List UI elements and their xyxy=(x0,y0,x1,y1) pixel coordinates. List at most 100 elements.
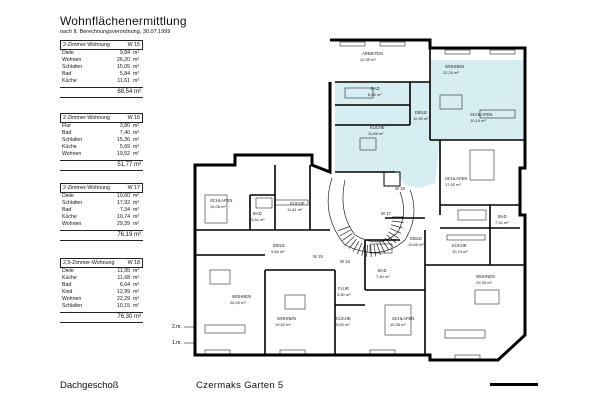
room-area: 7,34 m² xyxy=(495,220,509,225)
area-row-unit: m² xyxy=(133,200,140,206)
stair-step xyxy=(384,237,393,247)
apartment-type: 2,5-Zimmer-Wohnung xyxy=(63,260,115,266)
room-name: BAD xyxy=(253,211,262,216)
room-area: 3,80 m² xyxy=(337,292,351,297)
area-row-unit: m² xyxy=(133,193,140,199)
counter xyxy=(274,199,309,206)
page-subtitle: nach II. Berechnungsverordnung, 30.07.19… xyxy=(60,29,171,35)
room-name: SCHLAFEN xyxy=(470,112,492,117)
area-row-label: Schlafen xyxy=(62,303,83,309)
area-row-label: Wohnen xyxy=(62,221,82,227)
stair-step xyxy=(382,240,390,251)
area-row-value: 5,69 xyxy=(119,144,130,150)
apartment-type: 2-Zimmer-Wohnung xyxy=(63,185,110,191)
window xyxy=(204,349,231,355)
room-labels: ARBEITEN 12,99 m² WOHNEN 22,29 m² BAD 6,… xyxy=(210,51,509,327)
bathtub xyxy=(457,209,487,221)
room-name: BAD xyxy=(371,86,380,91)
area-row-value: 10,15 xyxy=(117,303,130,309)
area-row-value: 7,34 xyxy=(119,207,130,213)
area-row-value: 15,36 xyxy=(117,137,130,143)
window xyxy=(454,354,481,360)
area-row-value: 11,95 xyxy=(117,268,130,274)
area-row-label: Diele xyxy=(62,268,74,274)
window xyxy=(279,349,306,355)
area-total: 76,19 m² xyxy=(60,230,143,241)
bathtub xyxy=(255,197,273,209)
area-row-label: Kind xyxy=(62,289,73,295)
area-total: 51,77 m² xyxy=(60,160,143,171)
room-area: 26,20 m² xyxy=(230,300,246,305)
stair-step xyxy=(337,226,350,231)
room-area: 29,39 m² xyxy=(476,280,492,285)
area-row-value: 10,74 xyxy=(117,214,130,220)
area-row-label: Schlafen xyxy=(62,137,83,143)
area-row-unit: m² xyxy=(133,221,140,227)
room-name: KÜCHE xyxy=(370,125,385,130)
table xyxy=(284,294,306,310)
room-name: WOHNEN xyxy=(476,274,495,279)
area-row-value: 7,40 xyxy=(119,130,130,136)
stair-step xyxy=(366,244,368,257)
room-area: 12,99 m² xyxy=(360,57,376,62)
room-name: DIELE xyxy=(410,236,422,241)
area-row-value: 9,84 xyxy=(119,50,130,56)
room-area: 15,05 m² xyxy=(210,204,226,209)
area-row-value: 11,68 xyxy=(117,275,130,281)
room-name: DIELE xyxy=(415,110,427,115)
room-area: 9,84 m² xyxy=(271,249,285,254)
stair-step xyxy=(389,228,402,234)
scale-bar xyxy=(490,383,538,386)
room-name: FLUR xyxy=(338,286,349,291)
area-row-label: Küche xyxy=(62,78,77,84)
stair-step xyxy=(376,243,381,256)
area-row-unit: m² xyxy=(133,151,140,157)
room-name: WOHNEN xyxy=(277,316,296,321)
outer-wall xyxy=(193,38,527,362)
room-name: WOHNEN xyxy=(232,294,251,299)
area-row-value: 29,39 xyxy=(117,221,130,227)
stair-step xyxy=(339,229,351,237)
staircase xyxy=(327,177,415,257)
area-row-label: Diele xyxy=(62,193,74,199)
room-area: 5,69 m² xyxy=(336,322,350,327)
room-area: 11,95 m² xyxy=(413,116,429,121)
page-title: Wohnflächenermittlung xyxy=(60,14,187,28)
area-row-label: Wohnen xyxy=(62,151,82,157)
area-row-label: Bad xyxy=(62,282,72,288)
room-area: 15,36 m² xyxy=(390,322,406,327)
sofa xyxy=(479,109,516,119)
room-name: BAD xyxy=(378,268,387,273)
level-mark-upper: 2.m. xyxy=(172,324,182,330)
apartment-tag-w16: W 16 xyxy=(340,259,350,264)
sofa xyxy=(204,324,246,334)
table xyxy=(474,289,500,305)
counter xyxy=(446,234,486,241)
area-row-label: Wohnen xyxy=(62,57,82,63)
area-row-value: 15,05 xyxy=(117,64,130,70)
area-row-value: 6,64 xyxy=(119,282,130,288)
apartment-tag-w17: W 17 xyxy=(381,211,391,216)
area-row-value: 3,80 xyxy=(119,123,130,129)
area-row-label: Flur xyxy=(62,123,71,129)
room-name: ARBEITEN xyxy=(362,51,383,56)
stair-step xyxy=(361,244,365,256)
area-row-value: 19,52 xyxy=(117,151,130,157)
area-row-value: 10,60 xyxy=(117,193,130,199)
area-row-value: 12,99 xyxy=(117,289,130,295)
window xyxy=(489,49,516,55)
area-row-label: Bad xyxy=(62,71,72,77)
room-name: SCHLAFEN xyxy=(392,316,414,321)
apartment-code: W 15 xyxy=(127,42,140,48)
area-total: 76,30 m² xyxy=(60,312,143,323)
apartment-type: 2-Zimmer-Wohnung xyxy=(63,42,110,48)
